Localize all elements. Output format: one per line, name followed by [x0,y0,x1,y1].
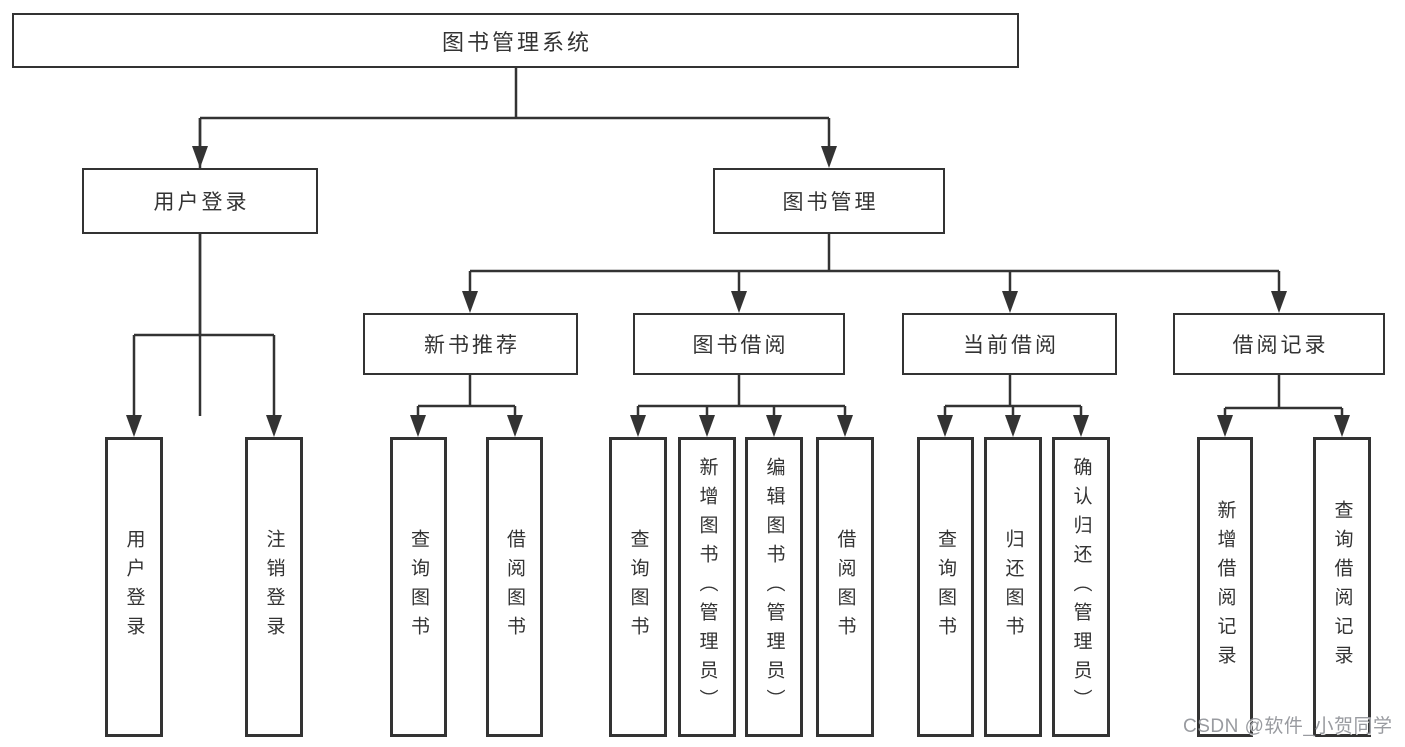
leaf-return-book: 归还图书 [984,437,1042,737]
node-borrow-records: 借阅记录 [1173,313,1385,375]
node-book-borrow: 图书借阅 [633,313,845,375]
node-system-root: 图书管理系统 [12,13,1019,68]
leaf-user-login: 用户登录 [105,437,163,737]
leaf-query-borrow-record: 查询借阅记录 [1313,437,1371,737]
leaf-confirm-return-admin: 确认归还（管理员） [1052,437,1110,737]
leaf-logout: 注销登录 [245,437,303,737]
leaf-add-borrow-record: 新增借阅记录 [1197,437,1253,737]
leaf-query-books-borrow: 查询图书 [609,437,667,737]
leaf-add-book-admin: 新增图书（管理员） [678,437,736,737]
arrowhead-icons [126,146,1350,437]
node-current-borrow: 当前借阅 [902,313,1117,375]
leaf-query-books-recommend: 查询图书 [390,437,447,737]
leaf-borrow-books-recommend: 借阅图书 [486,437,543,737]
csdn-watermark: CSDN @软件_小贺同学 [1183,716,1393,737]
node-book-management: 图书管理 [713,168,945,234]
node-user-login: 用户登录 [82,168,318,234]
leaf-query-books-current: 查询图书 [917,437,974,737]
leaf-borrow-books: 借阅图书 [816,437,874,737]
leaf-edit-book-admin: 编辑图书（管理员） [745,437,803,737]
node-new-book-recommend: 新书推荐 [363,313,578,375]
